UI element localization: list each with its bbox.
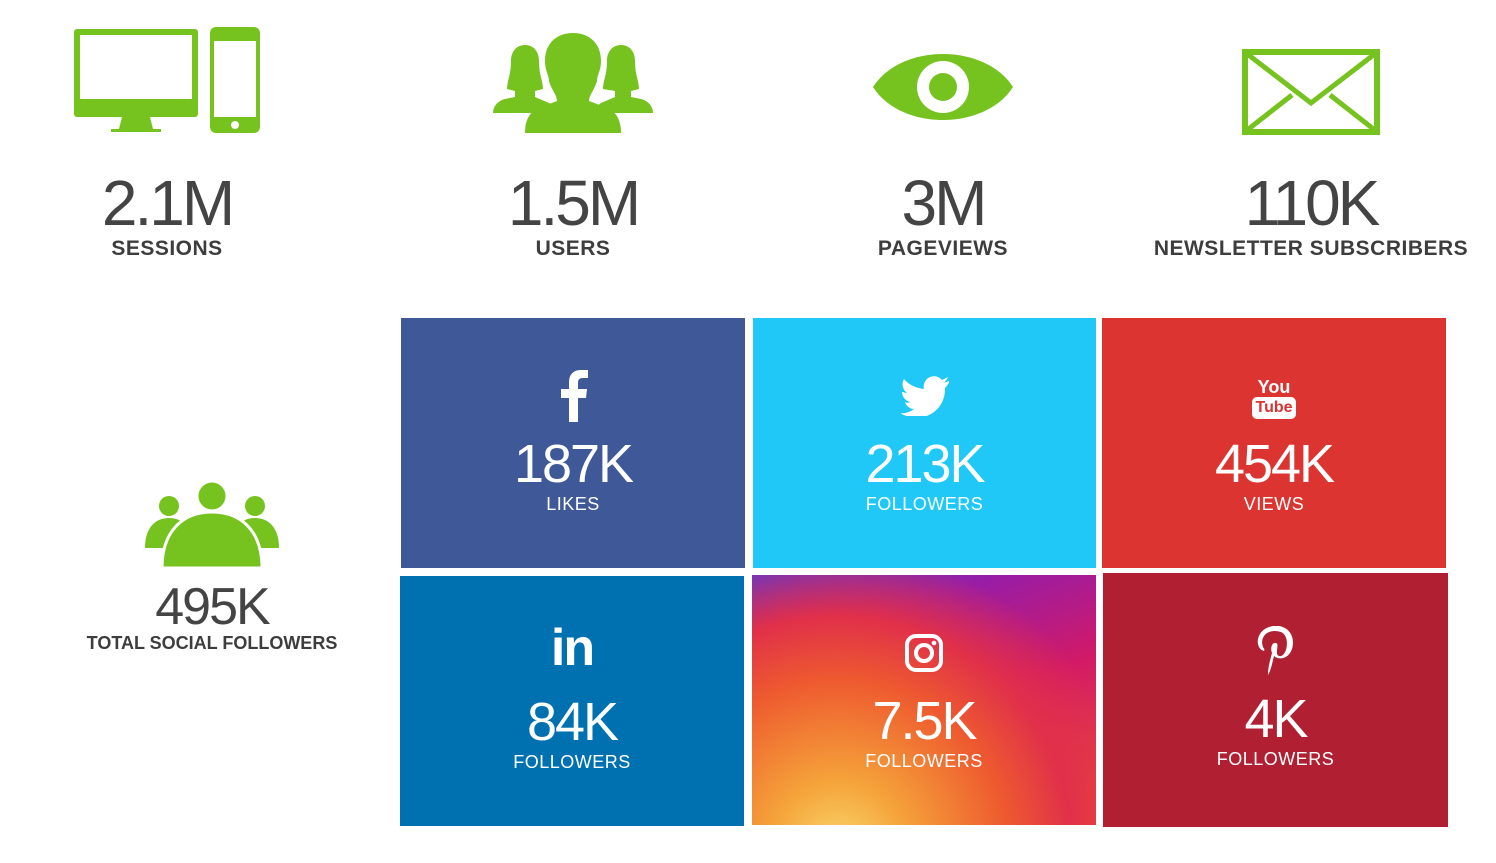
tile-twitter: 213K FOLLOWERS (753, 318, 1096, 568)
tile-label: FOLLOWERS (1216, 749, 1335, 769)
youtube-icon: You Tube (1102, 370, 1446, 426)
stat-label: NEWSLETTER SUBSCRIBERS (1153, 237, 1469, 260)
stat-label: USERS (535, 237, 611, 260)
envelope-icon (1141, 25, 1481, 135)
total-value: 495K (155, 578, 270, 636)
tile-value: 4K (1244, 689, 1308, 749)
eye-icon (773, 25, 1113, 135)
stat-label: PAGEVIEWS (877, 237, 1009, 260)
tile-label: FOLLOWERS (865, 751, 983, 771)
group-icon (62, 479, 362, 575)
instagram-icon (752, 625, 1096, 681)
stat-value: 1.5M (507, 167, 641, 239)
stat-pageviews: 3M PAGEVIEWS (773, 25, 1113, 261)
total-label: TOTAL SOCIAL FOLLOWERS (86, 633, 338, 653)
stat-value: 2.1M (101, 167, 235, 239)
stat-newsletter: 110K NEWSLETTER SUBSCRIBERS (1141, 25, 1481, 261)
tile-value: 187K (513, 434, 634, 494)
tile-label: FOLLOWERS (865, 494, 984, 514)
stat-sessions: 2.1M SESSIONS (0, 25, 337, 261)
tile-facebook: 187K LIKES (401, 318, 745, 568)
devices-icon (0, 25, 337, 135)
linkedin-logo: in (550, 619, 595, 677)
tile-value: 84K (526, 692, 619, 752)
youtube-logo-you: You (1257, 377, 1291, 397)
tile-value: 7.5K (872, 691, 977, 751)
tile-label: FOLLOWERS (513, 752, 631, 772)
tile-label: VIEWS (1243, 494, 1305, 514)
tile-instagram: 7.5K FOLLOWERS (752, 575, 1096, 825)
tile-pinterest: 4K FOLLOWERS (1103, 573, 1448, 827)
stat-value: 110K (1244, 167, 1381, 239)
facebook-icon (401, 368, 745, 424)
total-social-followers: 495K TOTAL SOCIAL FOLLOWERS (62, 479, 362, 654)
pinterest-icon (1103, 623, 1448, 679)
stat-value: 3M (901, 167, 988, 239)
users-icon (403, 25, 743, 135)
tile-value: 454K (1214, 434, 1335, 494)
tile-value: 213K (865, 434, 985, 494)
tile-linkedin: in 84K FOLLOWERS (400, 576, 744, 826)
tile-label: LIKES (546, 494, 600, 514)
twitter-icon (753, 368, 1096, 424)
youtube-logo-tube: Tube (1252, 397, 1296, 419)
stat-label: SESSIONS (111, 237, 223, 260)
linkedin-icon: in (400, 619, 744, 677)
tile-youtube: You Tube 454K VIEWS (1102, 318, 1446, 568)
stat-users: 1.5M USERS (403, 25, 743, 261)
